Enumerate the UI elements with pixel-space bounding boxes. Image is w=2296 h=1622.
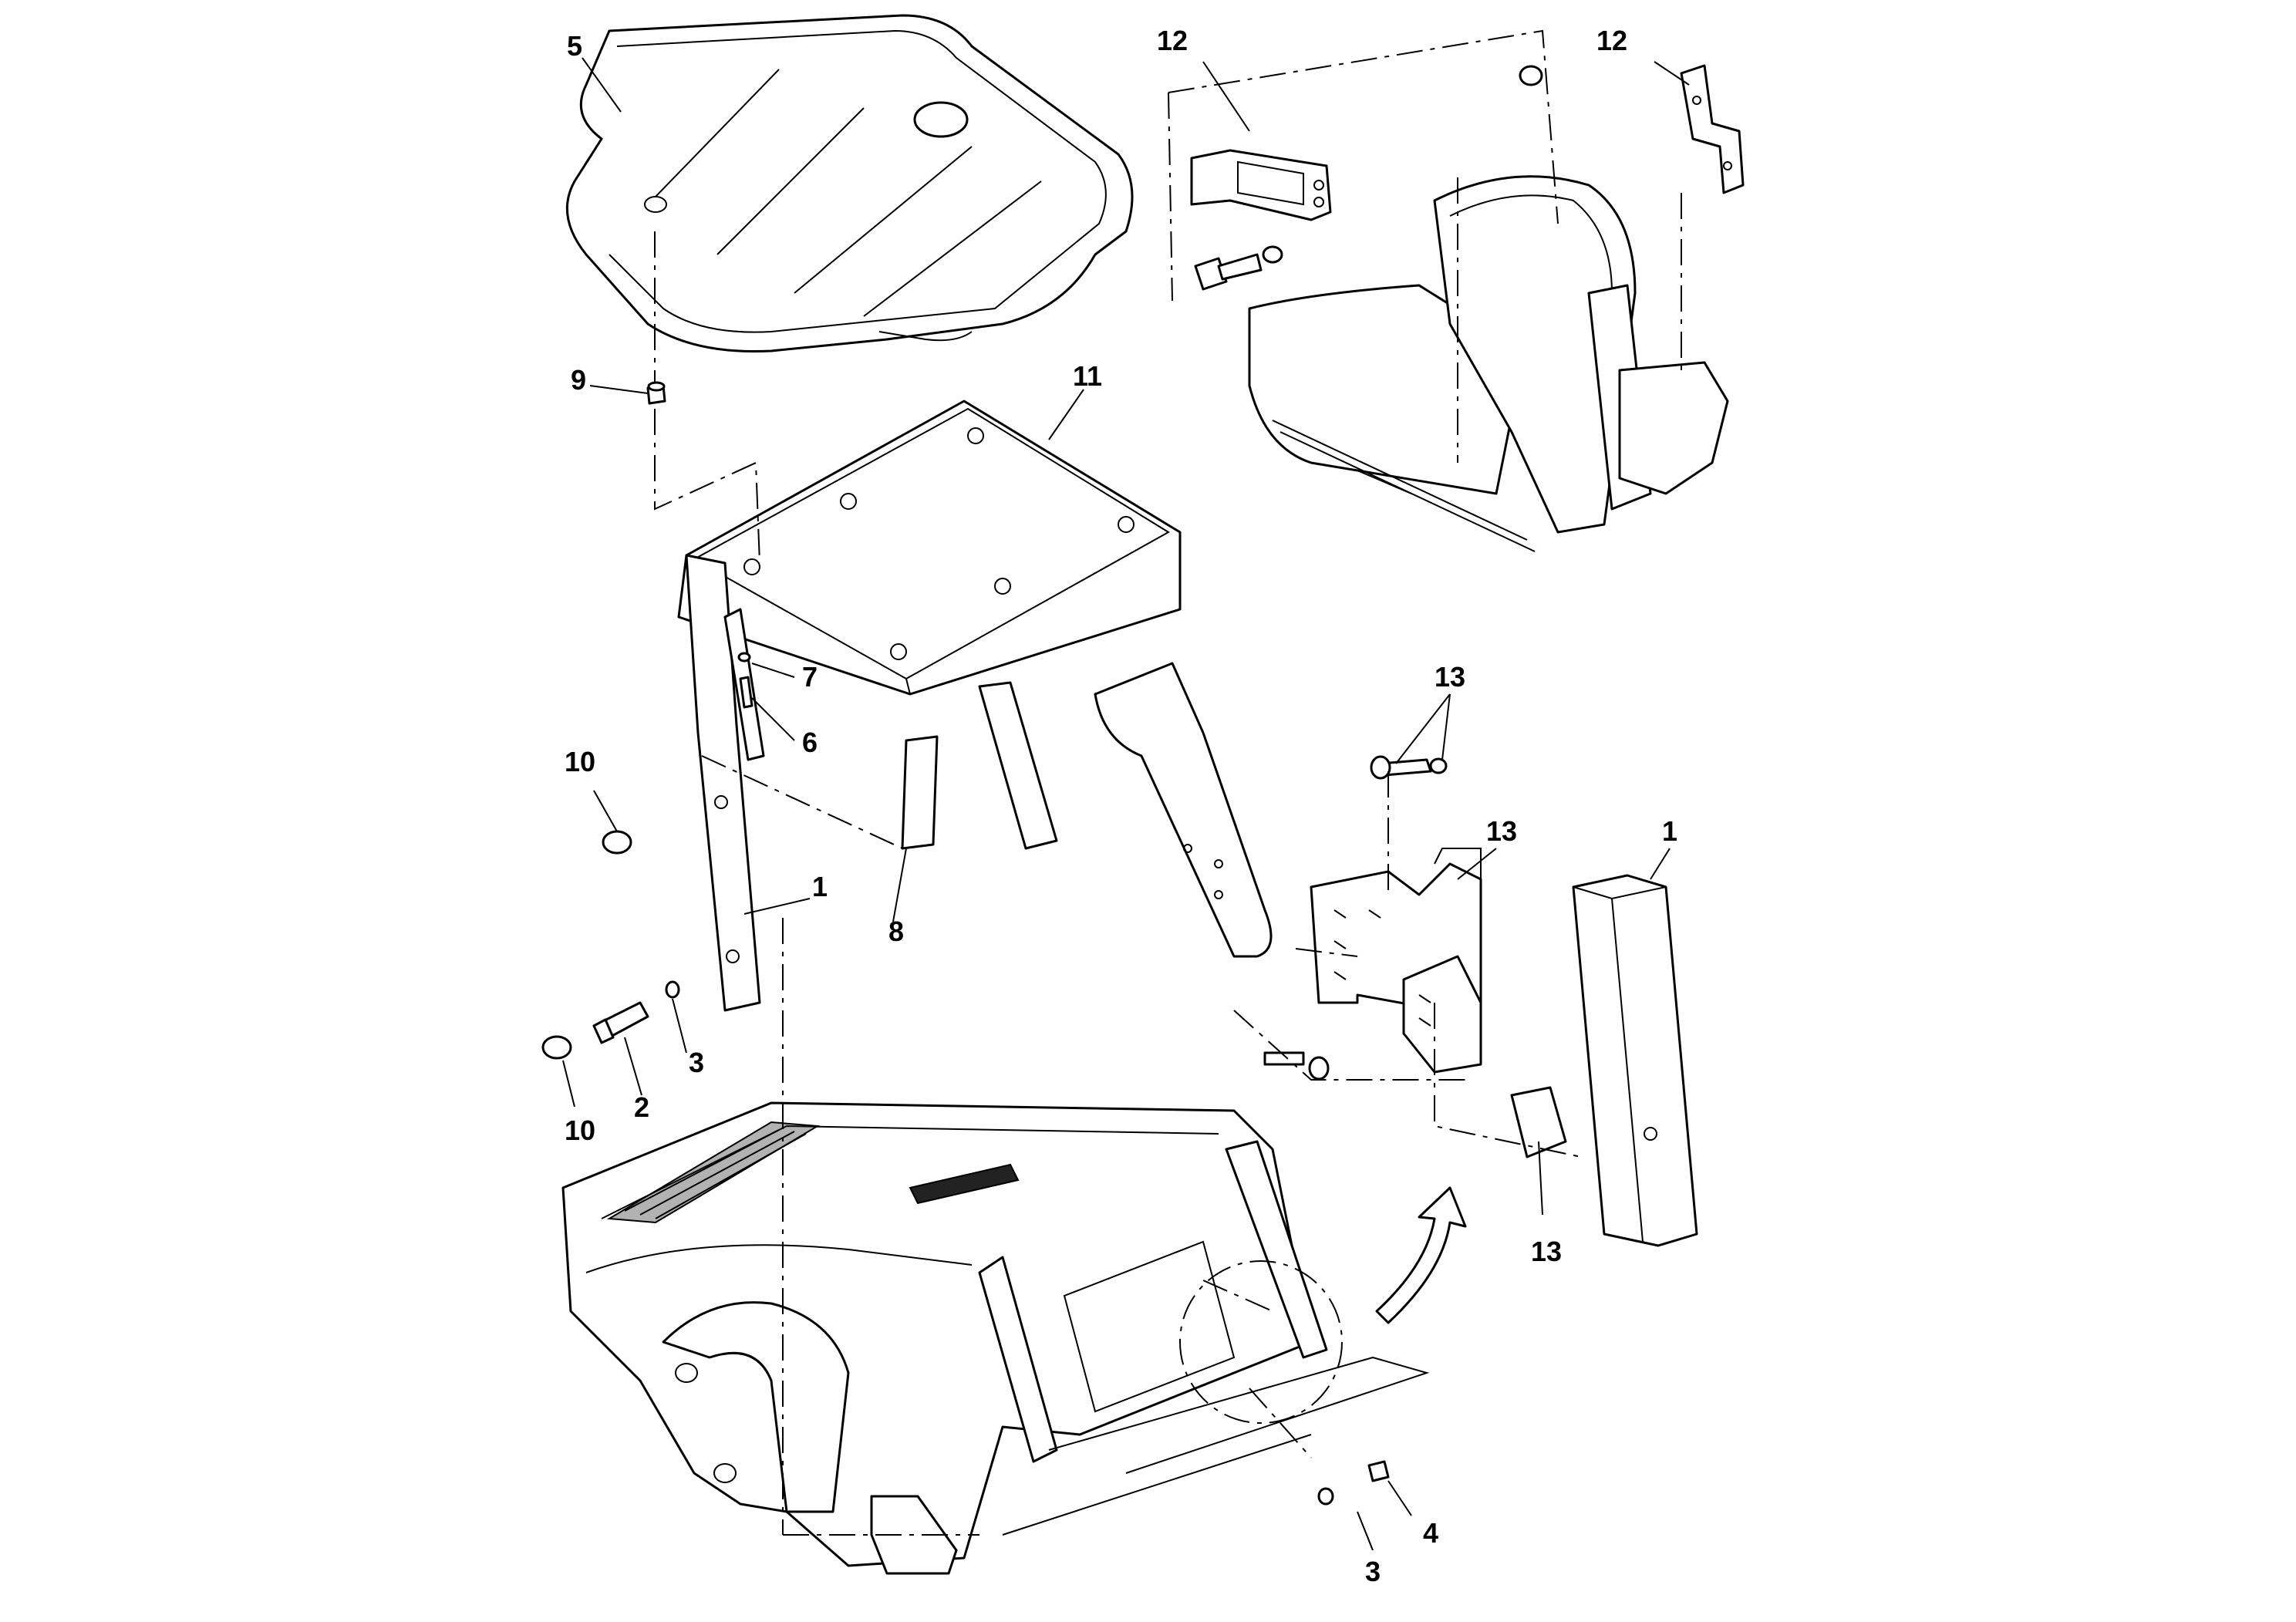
callout-1-left: 1 <box>812 871 828 902</box>
callout-6: 6 <box>802 727 818 758</box>
callout-3-upper: 3 <box>689 1047 704 1078</box>
callout-8: 8 <box>888 916 904 947</box>
callout-2: 2 <box>634 1091 649 1123</box>
callout-7: 7 <box>802 661 818 693</box>
seat-bolt <box>1194 245 1283 291</box>
callout-11: 11 <box>1073 360 1102 392</box>
decal-panel <box>901 735 939 850</box>
side-bracket <box>1680 64 1745 194</box>
mount-bolt <box>1370 755 1448 780</box>
callout-1-right: 1 <box>1662 815 1677 847</box>
callout-labels: 5 9 11 7 6 10 8 1 2 3 10 12 12 13 13 13 … <box>565 25 1677 1587</box>
canopy-roof-panel <box>565 14 1134 353</box>
callout-13-middle: 13 <box>1486 815 1517 847</box>
hood-assembly <box>561 1101 1430 1575</box>
callout-9: 9 <box>571 364 586 396</box>
leader-lines <box>562 57 1690 1551</box>
washer-3-upper <box>665 980 680 999</box>
callout-13-top: 13 <box>1435 661 1465 693</box>
nut-4 <box>1367 1460 1390 1482</box>
plug-10-upper <box>602 830 632 855</box>
square-tube-upright <box>1572 874 1698 1247</box>
detail-circle <box>1179 1260 1343 1424</box>
detail-arrow <box>1375 1186 1467 1324</box>
callout-10-lower: 10 <box>565 1114 595 1146</box>
bolt-2 <box>592 1001 649 1044</box>
callout-5: 5 <box>567 30 582 62</box>
washer-3-lower <box>1317 1487 1334 1506</box>
callout-12-right: 12 <box>1596 25 1627 56</box>
callout-12-left: 12 <box>1157 25 1188 56</box>
seat-mount-plate <box>1094 662 1273 958</box>
lower-mount-bracket <box>1402 955 1482 1074</box>
seat-belt-bracket <box>1190 149 1332 221</box>
callout-10-upper: 10 <box>565 746 595 777</box>
assembly-lines <box>654 29 1682 1536</box>
operator-seat <box>1248 175 1729 552</box>
seat-support-frame <box>677 400 1182 1012</box>
seat-grommet <box>1519 65 1543 86</box>
plug-10-lower <box>541 1035 572 1060</box>
callout-13-bottom: 13 <box>1531 1236 1562 1267</box>
knob-cap-9 <box>646 381 666 405</box>
screw-6-7 <box>737 652 754 709</box>
callout-4: 4 <box>1423 1517 1438 1549</box>
small-clip <box>1510 1086 1567 1158</box>
callout-3-lower: 3 <box>1365 1556 1381 1587</box>
